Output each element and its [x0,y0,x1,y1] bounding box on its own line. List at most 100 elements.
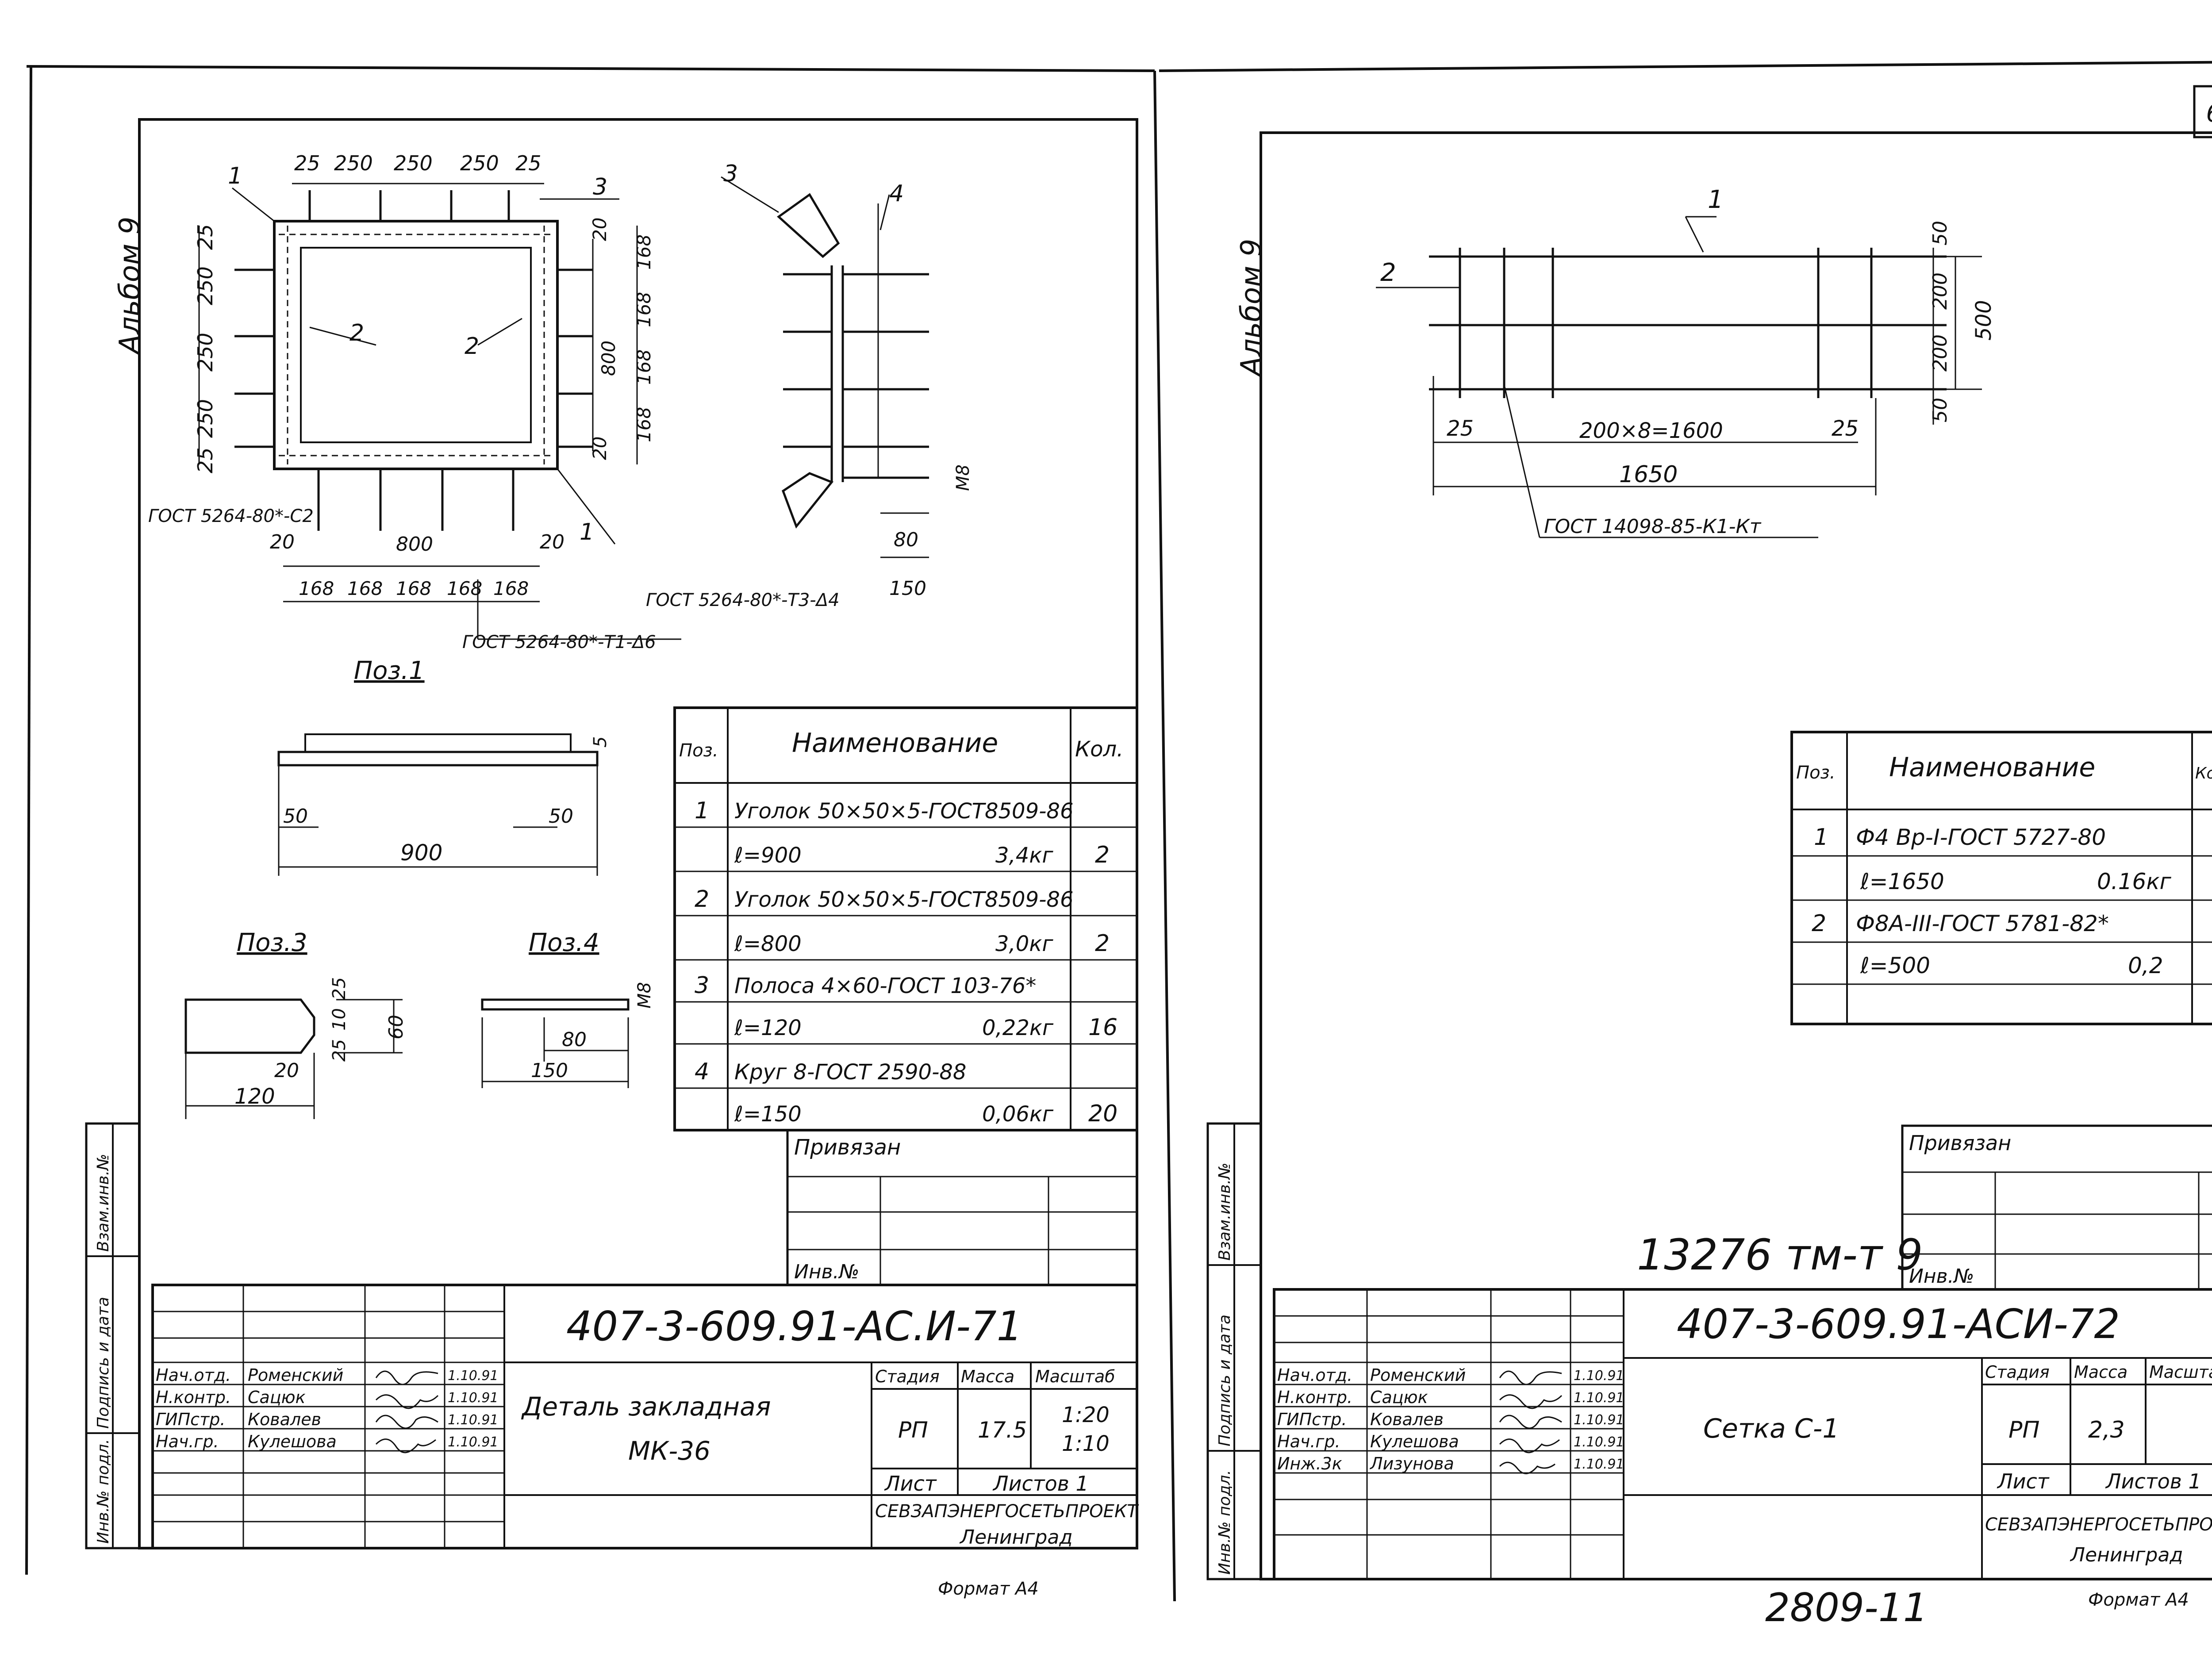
mesh-dim-200a: 200 [1929,272,1951,310]
title-left-role-0: Нач.отд. [156,1365,231,1385]
mesh-dim-25a: 25 [1447,416,1474,441]
plan-dim-right-4: 168 [633,407,655,442]
spec-right-row1-name: ℓ=1650 [1860,869,1944,894]
side-dim-80: 80 [894,529,918,551]
left-sheet: Альбом 9 Инв.№ подл. Подпись и дата Взам… [85,118,1139,1599]
side-dim-m8: М8 [953,464,973,491]
title-left-role-1: Н.контр. [156,1388,231,1407]
title-right-city: Ленинград [2070,1544,2183,1566]
right-sheet: Альбом 9 Инв.№ подл. Подпись и дата Взам… [1206,131,2212,1630]
title-right-mass-h: Масса [2074,1362,2128,1382]
signatures-left [375,1370,439,1453]
plan-dim-right-2: 168 [633,292,655,327]
title-right-stage: РП [2008,1417,2039,1443]
plan-dim-bottom-6: 20 [540,531,565,553]
spec-left-row7-qty: 20 [1088,1101,1118,1127]
spec-left-row1-name: ℓ=900 [734,843,802,868]
title-right-date-0: 1.10.91 [1574,1368,1624,1384]
weld-note-c2: ГОСТ 5264-80*-C2 [148,506,314,526]
poz1-detail: Поз.1 5 50 50 900 [277,656,611,876]
plan-callout-1-top: 1 [228,163,242,189]
spec-right-row3-mass: 0,2 [2128,953,2163,978]
privyazan-box-left: Привязан Инв.№ [786,1129,1138,1286]
title-left-date-0: 1.10.91 [448,1368,499,1384]
spec-right-header-pos: Поз. [1796,763,1836,783]
spec-left-row1-mass: 3,4кг [995,843,1053,868]
title-left-name-1: Сацюк [248,1388,306,1407]
side-callout-3: 3 [723,161,738,187]
title-right-date-3: 1.10.91 [1574,1434,1624,1450]
spec-right-row3-name: ℓ=500 [1860,953,1930,978]
plan-dim-left-0: 25 [193,224,217,250]
title-right-scale-h: Масштаб [2149,1362,2212,1382]
left-side-stamp: Инв.№ подл. Подпись и дата Взам.инв.№ [85,1122,141,1549]
plan-callout-2-right: 2 [465,333,479,360]
title-left-code: 407-3-609.91-АС.И-71 [566,1303,1022,1350]
plan-view: 25 250 250 250 25 25 250 250 250 25 20 1… [148,151,840,652]
side-view: 3 4 М8 80 150 [721,161,973,600]
right-side-stamp-vzam: Взам.инв.№ [1216,1162,1234,1261]
spec-left-header-pos: Поз. [679,740,718,761]
spec-left-row5-name: ℓ=120 [734,1016,802,1040]
poz3-dim-25a: 25 [329,977,349,1000]
title-left-stage-h: Стадия [875,1367,940,1386]
title-right-name-4: Лизунова [1369,1454,1454,1473]
poz3-dim-60: 60 [385,1015,407,1039]
spec-left-row6-pos: 4 [695,1058,709,1085]
spec-left-row6-name: Круг 8-ГОСТ 2590-88 [734,1060,966,1085]
plan-dim-right-1: 168 [633,234,655,270]
spec-left-row2-pos: 2 [695,886,709,913]
mesh-gost-note: ГОСТ 14098-85-К1-Кт [1544,515,1762,538]
spec-left-row4-pos: 3 [695,972,709,999]
title-right-code: 407-3-609.91-АСИ-72 [1677,1300,2120,1348]
side-dim-150: 150 [889,577,926,600]
poz4-title: Поз.4 [529,928,599,957]
title-right-name-0: Роменский [1370,1365,1466,1385]
title-right-list: Лист [1997,1469,2050,1493]
title-right-role-1: Н.контр. [1277,1388,1352,1407]
plan-dim-left-3: 250 [193,399,217,438]
spec-right-row2-pos: 2 [1812,910,1826,937]
plan-dim-left-4: 25 [193,447,217,473]
spec-table-right: Поз. Наименование Кол. 1 Ф4 Вр-I-ГОСТ 57… [1790,731,2212,1025]
title-right-mass: 2,3 [2088,1417,2125,1443]
plan-dim-top-0: 25 [294,151,320,175]
plan-dim-top-3: 250 [460,151,499,175]
poz4-dim-m8: М8 [634,982,655,1009]
plan-callout-3: 3 [593,174,607,200]
title-left-mass-h: Масса [961,1367,1014,1386]
side-stamp-vzam: Взам.инв.№ [94,1154,112,1252]
page-number-box: 62 [2193,85,2212,138]
spec-left-row1-qty: 2 [1095,842,1110,868]
title-right-role-4: Инж.3к [1277,1454,1342,1473]
mesh-dim-500: 500 [1971,300,1996,341]
plan-dim-top-1: 250 [334,151,373,175]
right-side-stamp: Инв.№ подл. Подпись и дата Взам.инв.№ [1206,1122,1262,1580]
title-right-role-2: ГИПстр. [1277,1410,1347,1429]
bottom-number: 2809-11 [1765,1585,1928,1630]
poz1-dim-5: 5 [590,736,611,748]
poz1-dim-900: 900 [400,840,442,866]
spec-left-row2-name: Уголок 50×50×5-ГОСТ8509-86 [734,887,1074,912]
title-left-stage: РП [898,1417,928,1443]
right-side-stamp-inv-podl: Инв.№ подл. [1216,1470,1234,1575]
plan-dim-top-2: 250 [394,151,433,175]
title-right-date-2: 1.10.91 [1574,1412,1624,1428]
spec-left-row3-name: ℓ=800 [734,932,802,956]
spec-left-row0-pos: 1 [695,798,709,824]
title-left-name-3: Кулешова [248,1432,337,1451]
spec-left-row5-mass: 0,22кг [982,1016,1054,1040]
spec-right-row2-name: Ф8А-III-ГОСТ 5781-82* [1856,911,2109,936]
poz4-dim-80: 80 [562,1028,587,1051]
plan-callout-1-bottom: 1 [580,519,594,545]
spec-left-row3-mass: 3,0кг [995,932,1053,956]
title-left-name-2: Ковалев [248,1410,321,1429]
poz4-detail: Поз.4 М8 80 150 [481,928,655,1088]
title-right-stage-h: Стадия [1985,1362,2050,1382]
title-left-date-2: 1.10.91 [448,1412,499,1428]
poz3-dim-10: 10 [329,1008,349,1031]
title-right-name-2: Ковалев [1370,1410,1444,1429]
mesh-dim-chain: 200×8=1600 [1579,418,1723,443]
weld-note-t1: ГОСТ 5264-80*-Т1-Δ6 [462,632,656,652]
